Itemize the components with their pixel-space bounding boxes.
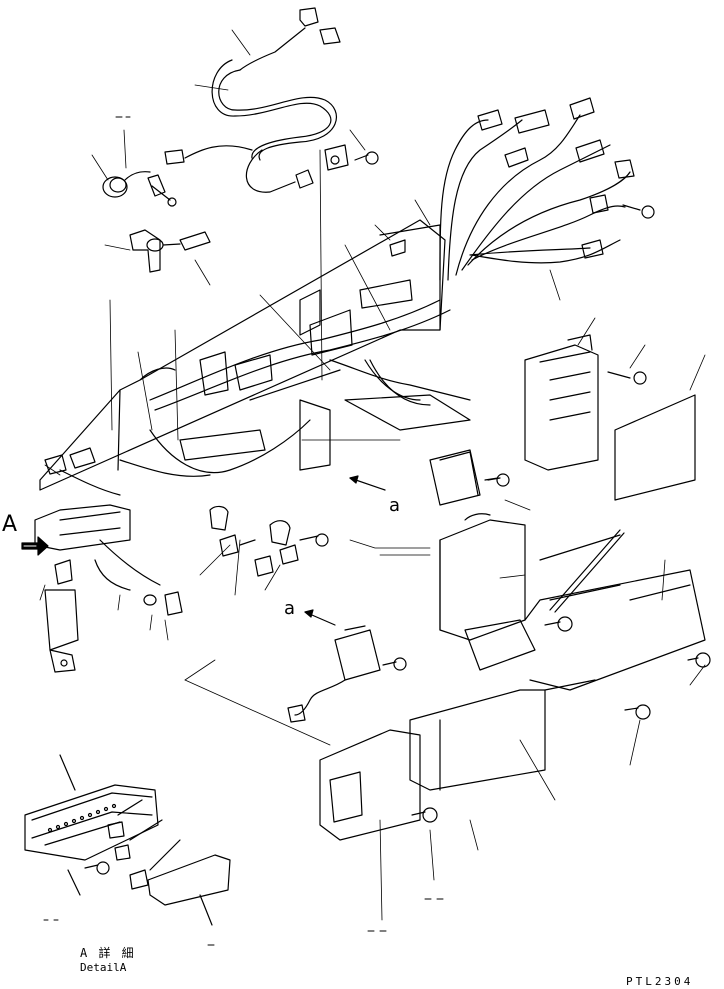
drawing-code: PTL2304 [626, 975, 694, 988]
cover-assembly [319, 513, 706, 841]
detail-title-english: DetailA [80, 961, 127, 974]
bracket-upper-left [129, 229, 211, 273]
callout-a-upper: a [389, 495, 401, 516]
upper-right-harness [439, 97, 655, 281]
arrow-a-1 [349, 475, 386, 491]
lower-module [287, 625, 407, 723]
bolts [411, 477, 711, 823]
label-plate [614, 394, 696, 501]
sensor-top-left [102, 171, 177, 207]
view-letter-a: A [2, 512, 18, 537]
boundary-lines [184, 539, 431, 746]
small-marks [43, 116, 444, 946]
relay-upper-middle [324, 144, 379, 171]
callout-a-lower: a [284, 598, 296, 619]
detail-title-japanese: A 詳 細 [80, 946, 136, 960]
frame-harness [44, 299, 471, 496]
upper-harness [164, 7, 341, 193]
middle-module [429, 449, 510, 506]
rod [549, 529, 625, 613]
center-clamps [209, 505, 329, 577]
main-frame [39, 219, 471, 491]
controller-module [524, 334, 647, 471]
leader-lines [39, 29, 706, 921]
left-harness-cluster [34, 504, 183, 673]
arrow-a-2 [304, 609, 336, 626]
view-arrow-a [21, 536, 49, 556]
detail-a-connector [24, 754, 231, 926]
